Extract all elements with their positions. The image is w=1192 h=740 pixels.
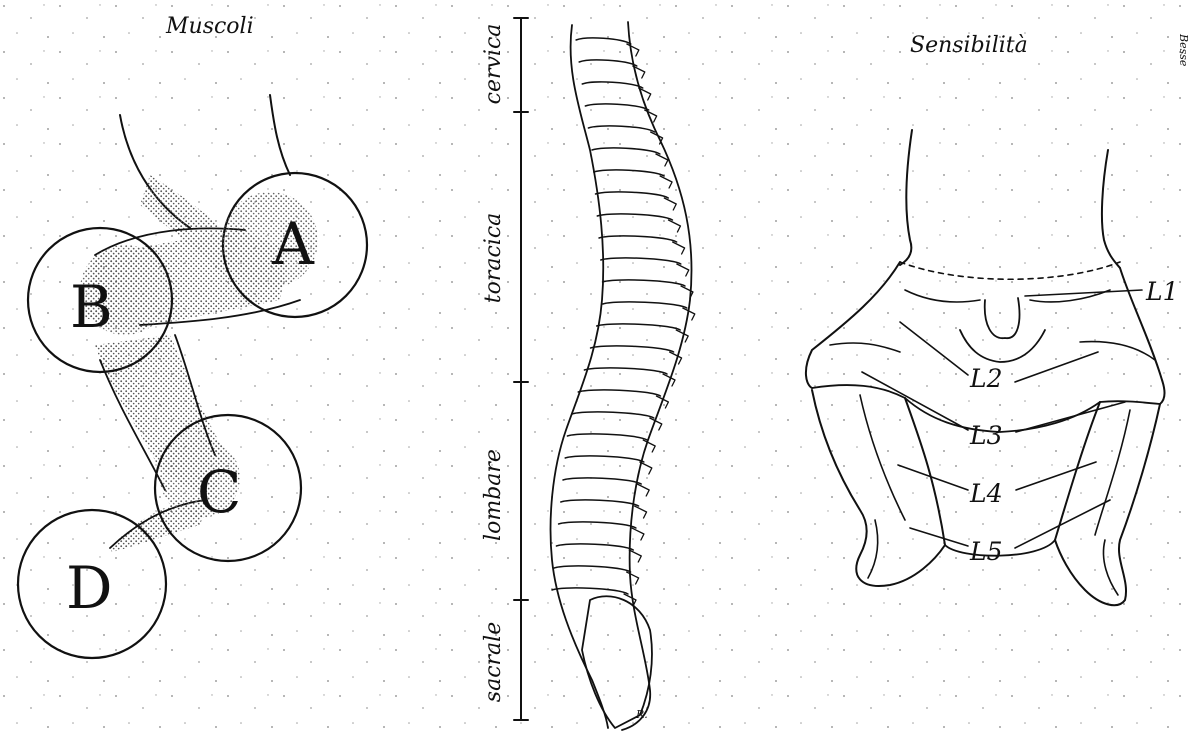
region-label-toracica: toracica — [481, 213, 506, 304]
region-label-sacrale: sacrale — [481, 622, 506, 702]
dermatome-label-l4: L4 — [969, 479, 1003, 508]
dermatome-label-l3: L3 — [969, 421, 1003, 450]
muscle-label-a: A — [271, 210, 315, 278]
muscle-label-d: D — [66, 554, 113, 622]
sensibilita-title: Sensibilità — [910, 33, 1028, 58]
right-corner-mark: Besse — [1177, 33, 1190, 67]
muscle-label-c: C — [197, 458, 241, 526]
region-label-cervica: cervica — [481, 24, 506, 105]
muscoli-title: Muscoli — [165, 14, 254, 39]
muscle-label-b: B — [70, 273, 113, 341]
dermatome-label-l2: L2 — [969, 364, 1003, 393]
dermatome-label-l1: L1 — [1145, 277, 1179, 306]
region-label-lombare: lombare — [481, 449, 506, 541]
spine-corner-mark: R. — [635, 708, 648, 721]
dermatome-label-l5: L5 — [969, 537, 1003, 566]
